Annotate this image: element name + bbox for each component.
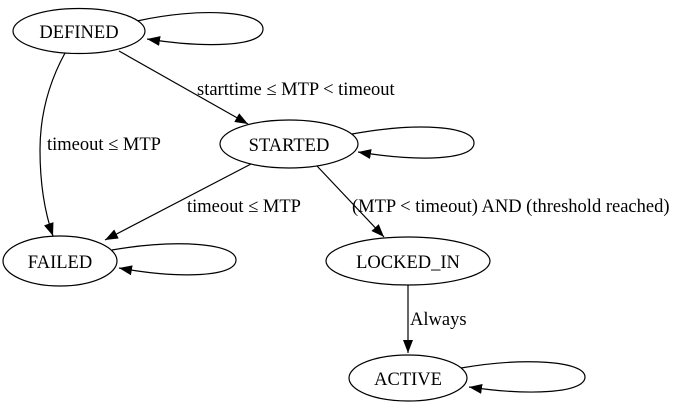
node-defined-label: DEFINED <box>39 23 118 43</box>
node-locked-in-label: LOCKED_IN <box>356 253 460 273</box>
edge-started-failed-label: timeout ≤ MTP <box>187 197 301 217</box>
node-started: STARTED <box>219 119 359 169</box>
self-loop-failed <box>111 243 237 276</box>
edge-failed-self <box>111 243 237 276</box>
node-locked-in: LOCKED_IN <box>325 236 491 286</box>
edge-defined-started-arrow <box>118 50 249 125</box>
self-loop-started <box>351 126 475 160</box>
edge-lockedin-active: Always <box>403 285 467 353</box>
node-defined-shape <box>12 7 146 55</box>
edge-started-lockedin-label: (MTP < timeout) AND (threshold reached) <box>352 197 670 217</box>
edge-started-failed-arrow <box>104 163 252 241</box>
node-failed-label: FAILED <box>28 253 92 273</box>
self-loop-defined <box>136 12 264 46</box>
node-started-label: STARTED <box>249 136 330 156</box>
edge-defined-failed-label: timeout ≤ MTP <box>47 135 161 155</box>
edge-active-self <box>460 361 586 394</box>
edge-defined-failed: timeout ≤ MTP <box>39 52 161 237</box>
node-locked-in-shape <box>325 236 491 286</box>
edge-defined-started-label: starttime ≤ MTP < timeout <box>197 80 396 100</box>
node-defined: DEFINED <box>12 7 146 55</box>
node-active-label: ACTIVE <box>374 370 442 390</box>
self-loop-active <box>460 361 586 394</box>
node-active-shape <box>348 354 468 402</box>
edge-started-self <box>351 126 475 160</box>
edge-defined-self <box>136 12 264 46</box>
edge-started-failed: timeout ≤ MTP <box>104 163 301 241</box>
edge-defined-failed-arrow <box>39 52 66 237</box>
node-started-shape <box>219 119 359 169</box>
node-failed: FAILED <box>2 235 118 287</box>
edge-started-lockedin: (MTP < timeout) AND (threshold reached) <box>316 165 670 238</box>
node-active: ACTIVE <box>348 354 468 402</box>
edge-started-lockedin-arrow <box>316 165 385 238</box>
edge-lockedin-active-label: Always <box>410 310 467 330</box>
edge-defined-started: starttime ≤ MTP < timeout <box>118 50 396 125</box>
node-failed-shape <box>2 235 118 287</box>
